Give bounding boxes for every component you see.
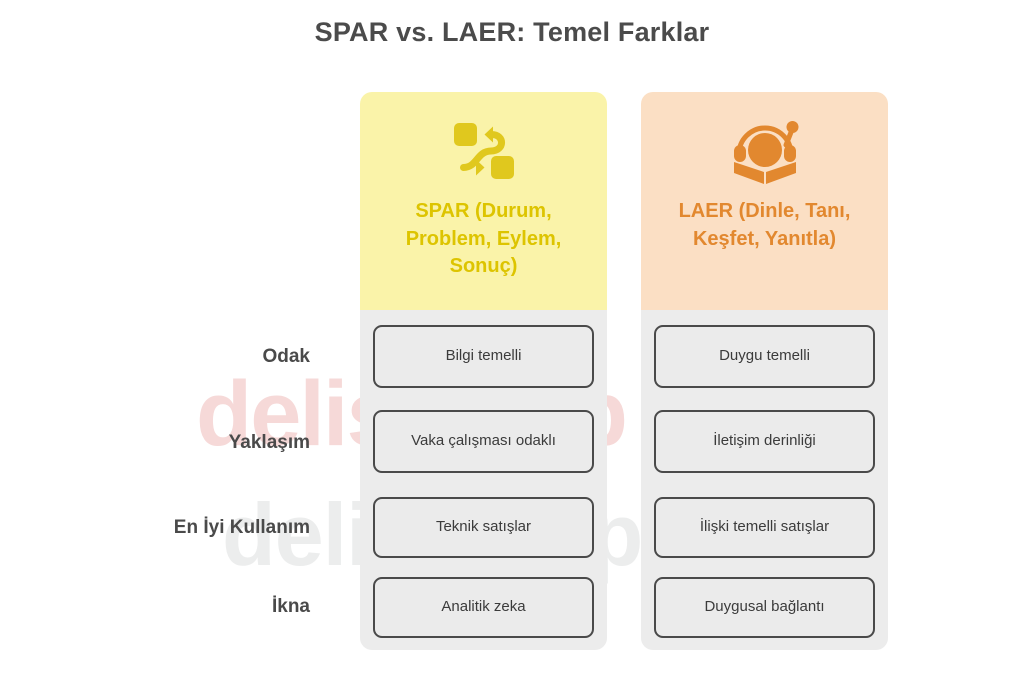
page-title: SPAR vs. LAER: Temel Farklar xyxy=(314,17,710,47)
row-label-yaklasim: Yaklaşım xyxy=(228,432,310,453)
row-label-ikna: İkna xyxy=(271,596,310,617)
cell-laer-odak: Duygu temelli xyxy=(654,325,875,388)
row-label-odak: Odak xyxy=(262,346,310,367)
cell-laer-ikna: Duygusal bağlantı xyxy=(654,577,875,638)
cell-spar-yaklasim: Vaka çalışması odaklı xyxy=(373,410,594,473)
listening-headset-book-icon xyxy=(728,114,802,188)
process-flow-icon xyxy=(447,114,521,188)
cell-spar-ikna: Analitik zeka xyxy=(373,577,594,638)
column-title-spar: SPAR (Durum, Problem, Eylem, Sonuç) xyxy=(405,200,562,278)
cell-laer-yaklasim: İletişim derinliği xyxy=(654,410,875,473)
cell-spar-en-iyi-kullanim: Teknik satışlar xyxy=(373,497,594,558)
cell-spar-odak: Bilgi temelli xyxy=(373,325,594,388)
cell-laer-en-iyi-kullanim: İlişki temelli satışlar xyxy=(654,497,875,558)
column-title-laer: LAER (Dinle, Tanı, Keşfet, Yanıtla) xyxy=(678,200,851,250)
column-header-spar: SPAR (Durum, Problem, Eylem, Sonuç) xyxy=(360,92,607,310)
row-label-en-iyi-kullanim: En İyi Kullanım xyxy=(173,517,310,538)
column-header-laer: LAER (Dinle, Tanı, Keşfet, Yanıtla) xyxy=(641,92,888,310)
